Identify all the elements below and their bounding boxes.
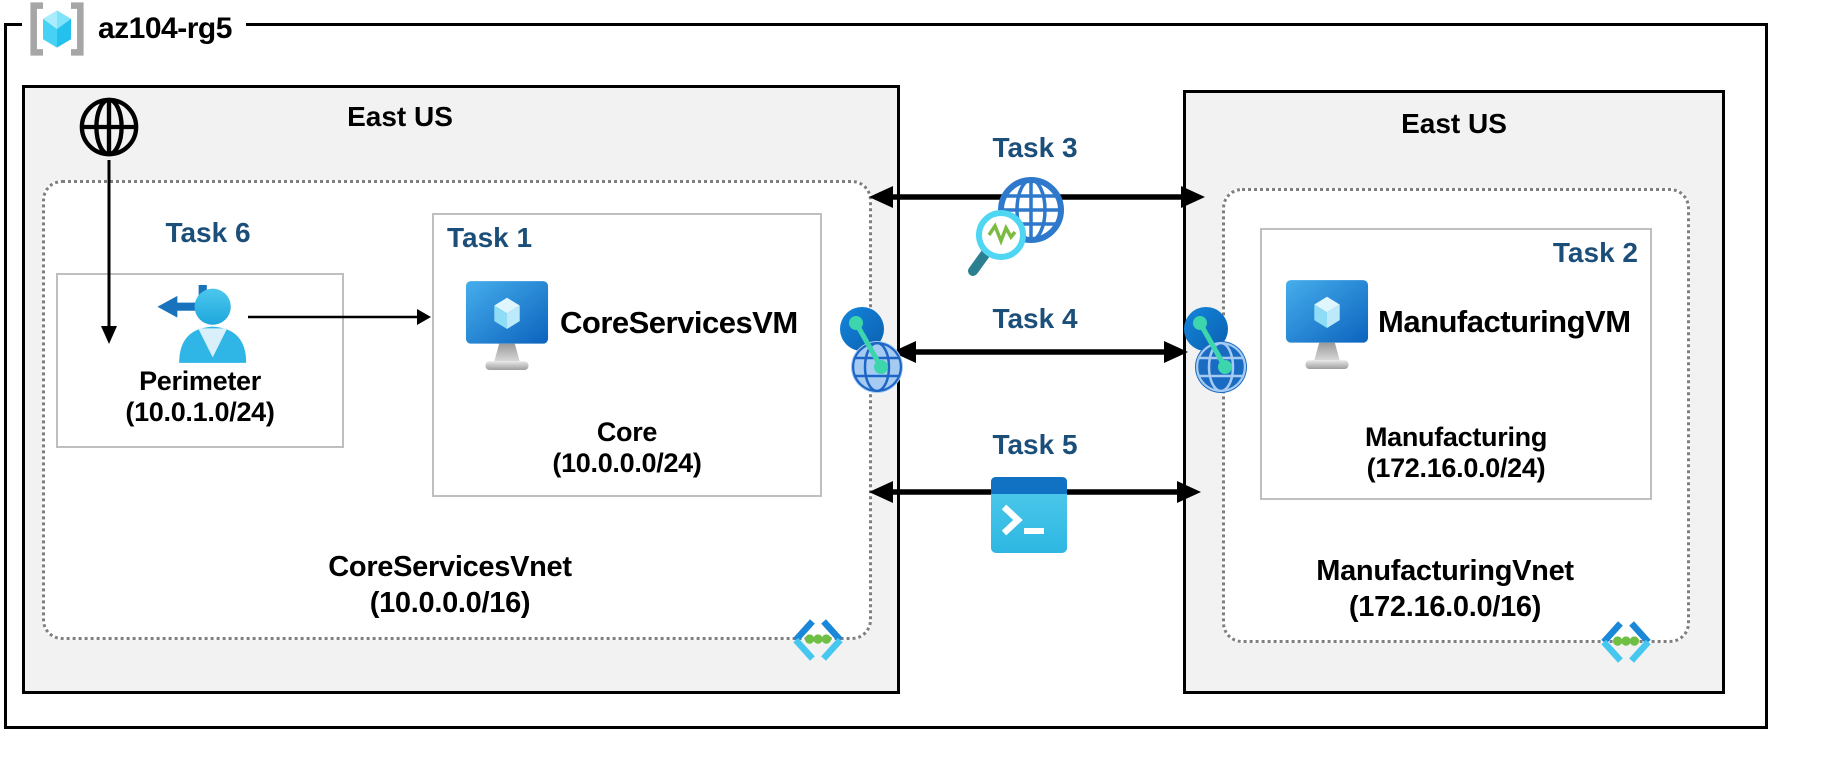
perimeter-subnet-box: Perimeter (10.0.1.0/24) — [56, 273, 344, 448]
resource-group-header: az104-rg5 — [22, 0, 246, 58]
manufacturing-vnet-name: ManufacturingVnet — [1316, 555, 1574, 587]
vnet-peering-icon-left — [840, 307, 903, 393]
internet-globe-icon — [79, 97, 139, 157]
manufacturing-vm-name: ManufacturingVM — [1378, 304, 1631, 339]
region-right-title: East US — [1401, 108, 1507, 139]
virtual-network-icon-left — [793, 619, 843, 661]
core-services-vnet-cidr: (10.0.0.0/16) — [369, 587, 531, 619]
manufacturing-subnet-cidr: (172.16.0.0/24) — [1366, 453, 1546, 483]
task2-label: Task 2 — [1552, 237, 1638, 268]
manufacturing-vm-icon — [1285, 280, 1369, 370]
region-left-title: East US — [347, 101, 453, 132]
magnifier-handle — [968, 248, 991, 276]
core-services-vnet-name: CoreServicesVnet — [328, 551, 572, 583]
cloud-shell-icon — [991, 477, 1067, 553]
task1-label: Task 1 — [447, 222, 533, 253]
task5-label: Task 5 — [992, 429, 1078, 460]
core-subnet-name: Core — [596, 417, 658, 447]
manufacturing-subnet-name: Manufacturing — [1364, 422, 1548, 452]
core-subnet-box: Task 1 CoreServicesVM Core (10.0.0.0/24) — [432, 213, 822, 497]
core-services-vm-name: CoreServicesVM — [560, 305, 798, 340]
virtual-network-icon-right — [1601, 621, 1651, 663]
perimeter-subnet-cidr: (10.0.1.0/24) — [125, 397, 275, 427]
task6-label: Task 6 — [165, 217, 251, 248]
task3-label: Task 3 — [992, 132, 1078, 163]
core-services-vm-icon — [465, 281, 549, 371]
vnet-peering-icon-right — [1184, 307, 1247, 393]
user-sign-in-icon — [157, 284, 247, 363]
core-subnet-cidr: (10.0.0.0/24) — [552, 448, 702, 478]
task4-label: Task 4 — [992, 303, 1078, 334]
resource-group-name: az104-rg5 — [98, 12, 232, 45]
magnifier-lens — [976, 210, 1026, 260]
manufacturing-vnet-cidr: (172.16.0.0/16) — [1348, 591, 1542, 623]
network-watcher-icon — [968, 177, 1064, 276]
resource-group-border — [4, 23, 1768, 729]
manufacturing-subnet-box: Task 2 ManufacturingVM Manufacturing (17… — [1260, 228, 1652, 500]
perimeter-subnet-name: Perimeter — [139, 366, 261, 396]
resource-group-icon — [30, 2, 84, 56]
pulse-line — [987, 222, 1017, 246]
